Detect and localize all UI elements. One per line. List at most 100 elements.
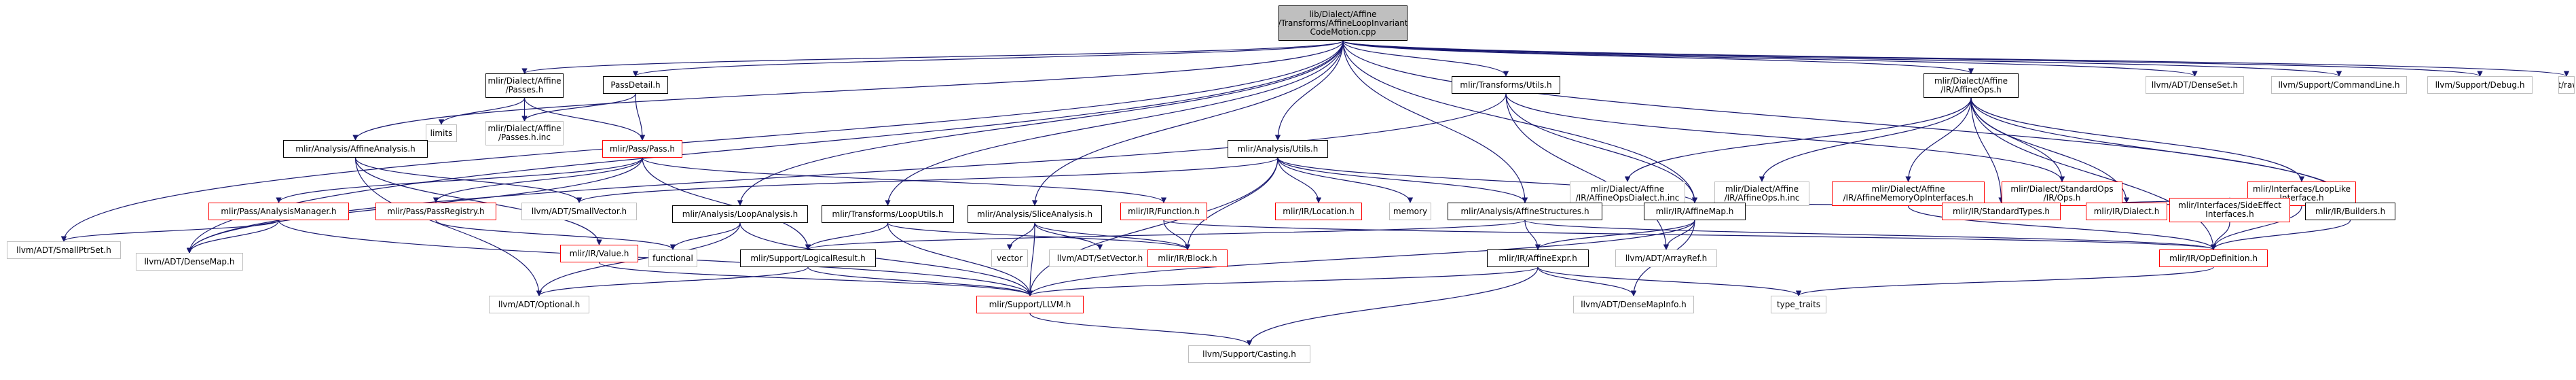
node-pass-h[interactable]: mlir/Pass/Pass.h [602, 140, 682, 158]
edge-sliceanalysis-to-vector [1006, 222, 1035, 250]
node-affineops-h-inc: mlir/Dialect/Affine /IR/AffineOps.h.inc [1714, 182, 1809, 206]
node-passregistry-h[interactable]: mlir/Pass/PassRegistry.h [375, 203, 496, 220]
node-vector: vector [991, 249, 1028, 267]
edge-analysis_utils-to-memory [1277, 157, 1414, 203]
edge-affineops_h-to-affineopsdialect_inc [1624, 97, 1972, 182]
edge-root-to-loopanalysis [737, 40, 1344, 206]
node-arrayref-h: llvm/ADT/ArrayRef.h [1615, 249, 1717, 267]
node-affinemap-h[interactable]: mlir/IR/AffineMap.h [1644, 203, 1746, 220]
edge-affineexpr-to-type_traits [1537, 266, 1802, 296]
edge-looputils-to-block_h [887, 222, 1191, 250]
edge-looplike-to-opdefinition [2210, 205, 2302, 250]
node-denseset-h: llvm/ADT/DenseSet.h [2146, 76, 2244, 94]
edge-pass_h-to-function_h [642, 157, 1167, 203]
edge-root-to-affine_analysis [352, 40, 1344, 141]
node-transforms-utils-h[interactable]: mlir/Transforms/Utils.h [1452, 76, 1560, 94]
node-affinestructures-h[interactable]: mlir/Analysis/AffineStructures.h [1448, 203, 1602, 220]
edge-passes_h-to-limits [438, 97, 526, 125]
node-casting-h: llvm/Support/Casting.h [1188, 345, 1310, 363]
edge-affinestructures-to-affineexpr [1524, 220, 1541, 250]
node-analysismanager-h[interactable]: mlir/Pass/AnalysisManager.h [208, 203, 349, 220]
node-densemapinfo-h: llvm/ADT/DenseMapInfo.h [1573, 296, 1694, 313]
node-standardops-ops-h[interactable]: mlir/Dialect/StandardOps /IR/Ops.h [2002, 182, 2122, 206]
edge-affineops_h-to-affineops_inc [1759, 97, 1972, 182]
node-builders-h[interactable]: mlir/IR/Builders.h [2305, 203, 2395, 220]
edge-function_h-to-opdefinition [1163, 220, 2216, 250]
node-logicalresult-h[interactable]: mlir/Support/LogicalResult.h [740, 249, 876, 267]
node-analysis-utils-h[interactable]: mlir/Analysis/Utils.h [1228, 140, 1328, 158]
edge-analysis_utils-to-llvm_h [1027, 157, 1278, 296]
node-loopanalysis-h[interactable]: mlir/Analysis/LoopAnalysis.h [672, 205, 808, 223]
node-commandline-h: llvm/Support/CommandLine.h [2271, 76, 2407, 94]
edge-affine_analysis-to-smallvector [354, 157, 583, 203]
edge-affineops_h-to-standardtypes [1970, 97, 2004, 203]
edge-affineops_h-to-opdefinition [1970, 97, 2217, 250]
node-sliceanalysis-h[interactable]: mlir/Analysis/SliceAnalysis.h [968, 205, 1102, 223]
edge-looputils-to-logicalresult [805, 222, 889, 250]
node-sideeffectinterfaces-h[interactable]: mlir/Interfaces/SideEffect Interfaces.h [2169, 198, 2290, 222]
edge-affine_analysis-to-optional [354, 157, 542, 296]
edge-root-to-debug [1342, 40, 2483, 77]
edge-passdetail-to-pass_h [635, 93, 646, 141]
edge-affinememory-to-opdefinition [1907, 205, 2217, 250]
node-location-h[interactable]: mlir/IR/Location.h [1275, 203, 1362, 220]
node-affine-passes-h[interactable]: mlir/Dialect/Affine /Passes.h [485, 73, 564, 98]
edge-root-to-affinemap [1342, 40, 1698, 203]
edge-transforms_utils-to-arrayref [1505, 93, 1670, 250]
edge-analysis_utils-to-location [1277, 157, 1322, 203]
node-affineops-h[interactable]: mlir/Dialect/Affine /IR/AffineOps.h [1924, 73, 2019, 98]
node-looputils-h[interactable]: mlir/Transforms/LoopUtils.h [822, 205, 954, 223]
node-type-traits: type_traits [1771, 296, 1826, 313]
edge-root-to-looputils [885, 40, 1344, 206]
edge-analysismanager-to-densemap [186, 220, 280, 254]
edge-opdefinition-to-type_traits [1796, 266, 2214, 296]
edge-loopanalysis-to-optional [536, 222, 741, 296]
edge-affineexpr-to-densemapinfo [1537, 266, 1637, 296]
node-setvector-h: llvm/ADT/SetVector.h [1049, 249, 1151, 267]
edge-affine_analysis-to-value_h [354, 157, 602, 245]
node-passes-h-inc: mlir/Dialect/Affine /Passes.h.inc [485, 121, 564, 145]
edge-affinestructures-to-opdefinition [1524, 220, 2216, 250]
edge-sliceanalysis-to-setvector [1034, 222, 1103, 250]
edge-affineops_h-to-stdops [1970, 97, 2065, 182]
edge-logicalresult-to-optional [536, 266, 809, 296]
node-opdefinition-h[interactable]: mlir/IR/OpDefinition.h [2159, 249, 2268, 267]
node-value-h[interactable]: mlir/IR/Value.h [560, 245, 638, 262]
node-dialect-h[interactable]: mlir/IR/Dialect.h [2086, 203, 2167, 220]
edge-root-to-passdetail [633, 40, 1344, 77]
node-function-h[interactable]: mlir/IR/Function.h [1120, 203, 1207, 220]
edge-pass_h-to-logicalresult [642, 157, 811, 250]
edge-sliceanalysis-to-llvm_h [1027, 222, 1035, 296]
node-standardtypes-h[interactable]: mlir/IR/StandardTypes.h [1942, 203, 2061, 220]
edge-sliceanalysis-to-block_h [1034, 222, 1191, 250]
edge-pass_h-to-analysismanager [276, 157, 643, 203]
node-affinememoryopinterfaces-h[interactable]: mlir/Dialect/Affine /IR/AffineMemoryOpIn… [1832, 182, 1985, 206]
edge-loopanalysis-to-llvm_h [739, 222, 1033, 296]
edge-root-to-raw_ostream [1342, 40, 2569, 77]
node-raw-ostream-h: llvm/Support/raw_ostream.h [2558, 76, 2575, 94]
node-densemap-h: llvm/ADT/DenseMap.h [136, 253, 243, 271]
node-block-h[interactable]: mlir/IR/Block.h [1147, 249, 1228, 267]
node-affine-loop-invariant-code-motion-cpp: lib/Dialect/Affine /Transforms/AffineLoo… [1278, 5, 1408, 41]
node-smallptrset-h: llvm/ADT/SmallPtrSet.h [7, 241, 121, 259]
node-affineopsdialect-h-inc: mlir/Dialect/Affine /IR/AffineOpsDialect… [1570, 182, 1685, 206]
edge-root-to-builders [1342, 40, 2353, 203]
edge-root-to-smallptrset [60, 40, 1344, 242]
node-affineexpr-h[interactable]: mlir/IR/AffineExpr.h [1487, 249, 1589, 267]
edge-affinemap-to-affineexpr [1534, 220, 1695, 250]
edge-affinestructures-to-logicalresult [805, 220, 1526, 250]
node-passdetail-h[interactable]: PassDetail.h [603, 76, 668, 94]
edge-root-to-densese t [1342, 40, 2198, 77]
edge-affineops_h-to-affinememory [1905, 97, 1972, 182]
node-smallvector-h: llvm/ADT/SmallVector.h [521, 203, 637, 220]
edge-value_h-to-llvm_h [598, 262, 1033, 296]
edge-passregistry-to-functional [435, 220, 676, 250]
node-support-llvm-h[interactable]: mlir/Support/LLVM.h [976, 296, 1084, 313]
node-functional: functional [648, 249, 697, 267]
node-affineanalysis-h[interactable]: mlir/Analysis/AffineAnalysis.h [283, 140, 428, 158]
edge-function_h-to-block_h [1163, 220, 1191, 250]
edge-sideeffect-to-opdefinition [2210, 222, 2230, 250]
edge-passdetail-to-passes_inc [521, 93, 636, 122]
edge-affineexpr-to-llvm_h [1027, 266, 1539, 296]
